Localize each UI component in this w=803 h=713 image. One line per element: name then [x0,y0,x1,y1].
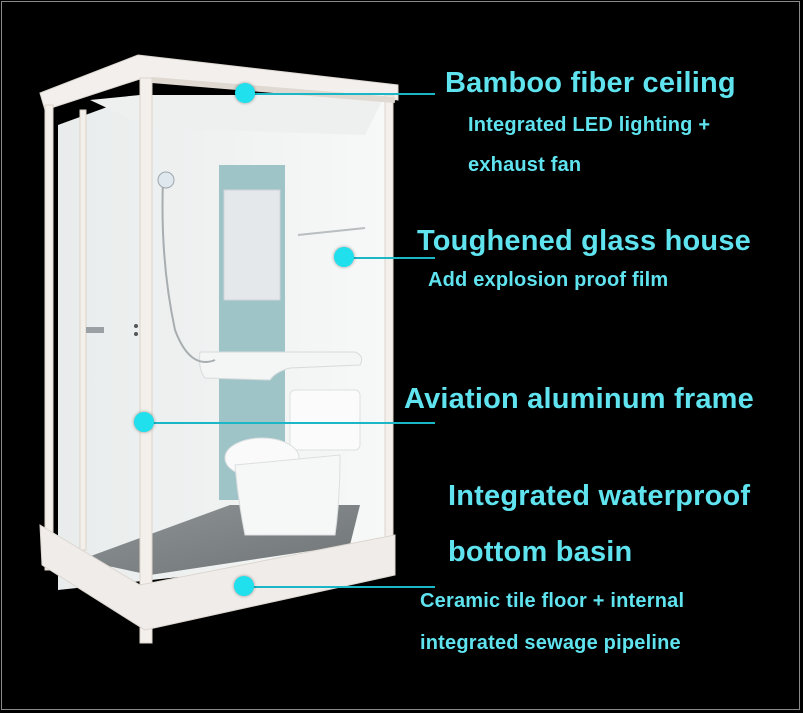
callout-line-frame [145,422,435,424]
callout-line-ceiling [245,93,435,95]
callout-dot-frame [134,412,154,432]
basin-title-line-1: Integrated waterproof [448,480,751,512]
callout-line-basin [245,586,435,588]
frame-title: Aviation aluminum frame [404,383,754,415]
ceiling-title: Bamboo fiber ceiling [445,67,736,99]
basin-detail-1: Ceramic tile floor + internal [420,590,685,612]
callout-line-glass [345,257,435,259]
basin-detail-2: integrated sewage pipeline [420,632,681,654]
ceiling-detail-1: Integrated LED lighting + [468,114,711,136]
ceiling-detail-2: exhaust fan [468,154,582,176]
callout-dot-glass [334,247,354,267]
callout-dot-ceiling [235,83,255,103]
glass-title: Toughened glass house [417,225,751,257]
basin-title-line-2: bottom basin [448,536,633,568]
glass-detail: Add explosion proof film [428,269,669,291]
callout-dot-basin [234,576,254,596]
